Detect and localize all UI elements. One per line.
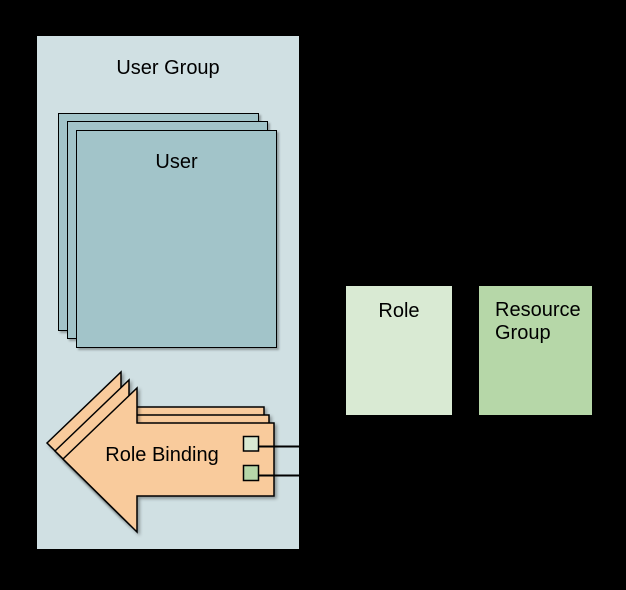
resource-group-label: Resource Group [495,299,581,344]
role-port [242,435,260,452]
resource-group-port [242,464,260,482]
user-group-label: User Group [116,57,220,79]
resource-group-box: Resource Group [478,285,593,416]
role-binding-label: Role Binding [105,444,219,466]
user-card-front: User [76,130,277,348]
role-box: Role [345,285,453,416]
role-binding-arrow-front [61,386,275,534]
user-label: User [155,151,198,173]
role-label: Role [378,300,420,322]
